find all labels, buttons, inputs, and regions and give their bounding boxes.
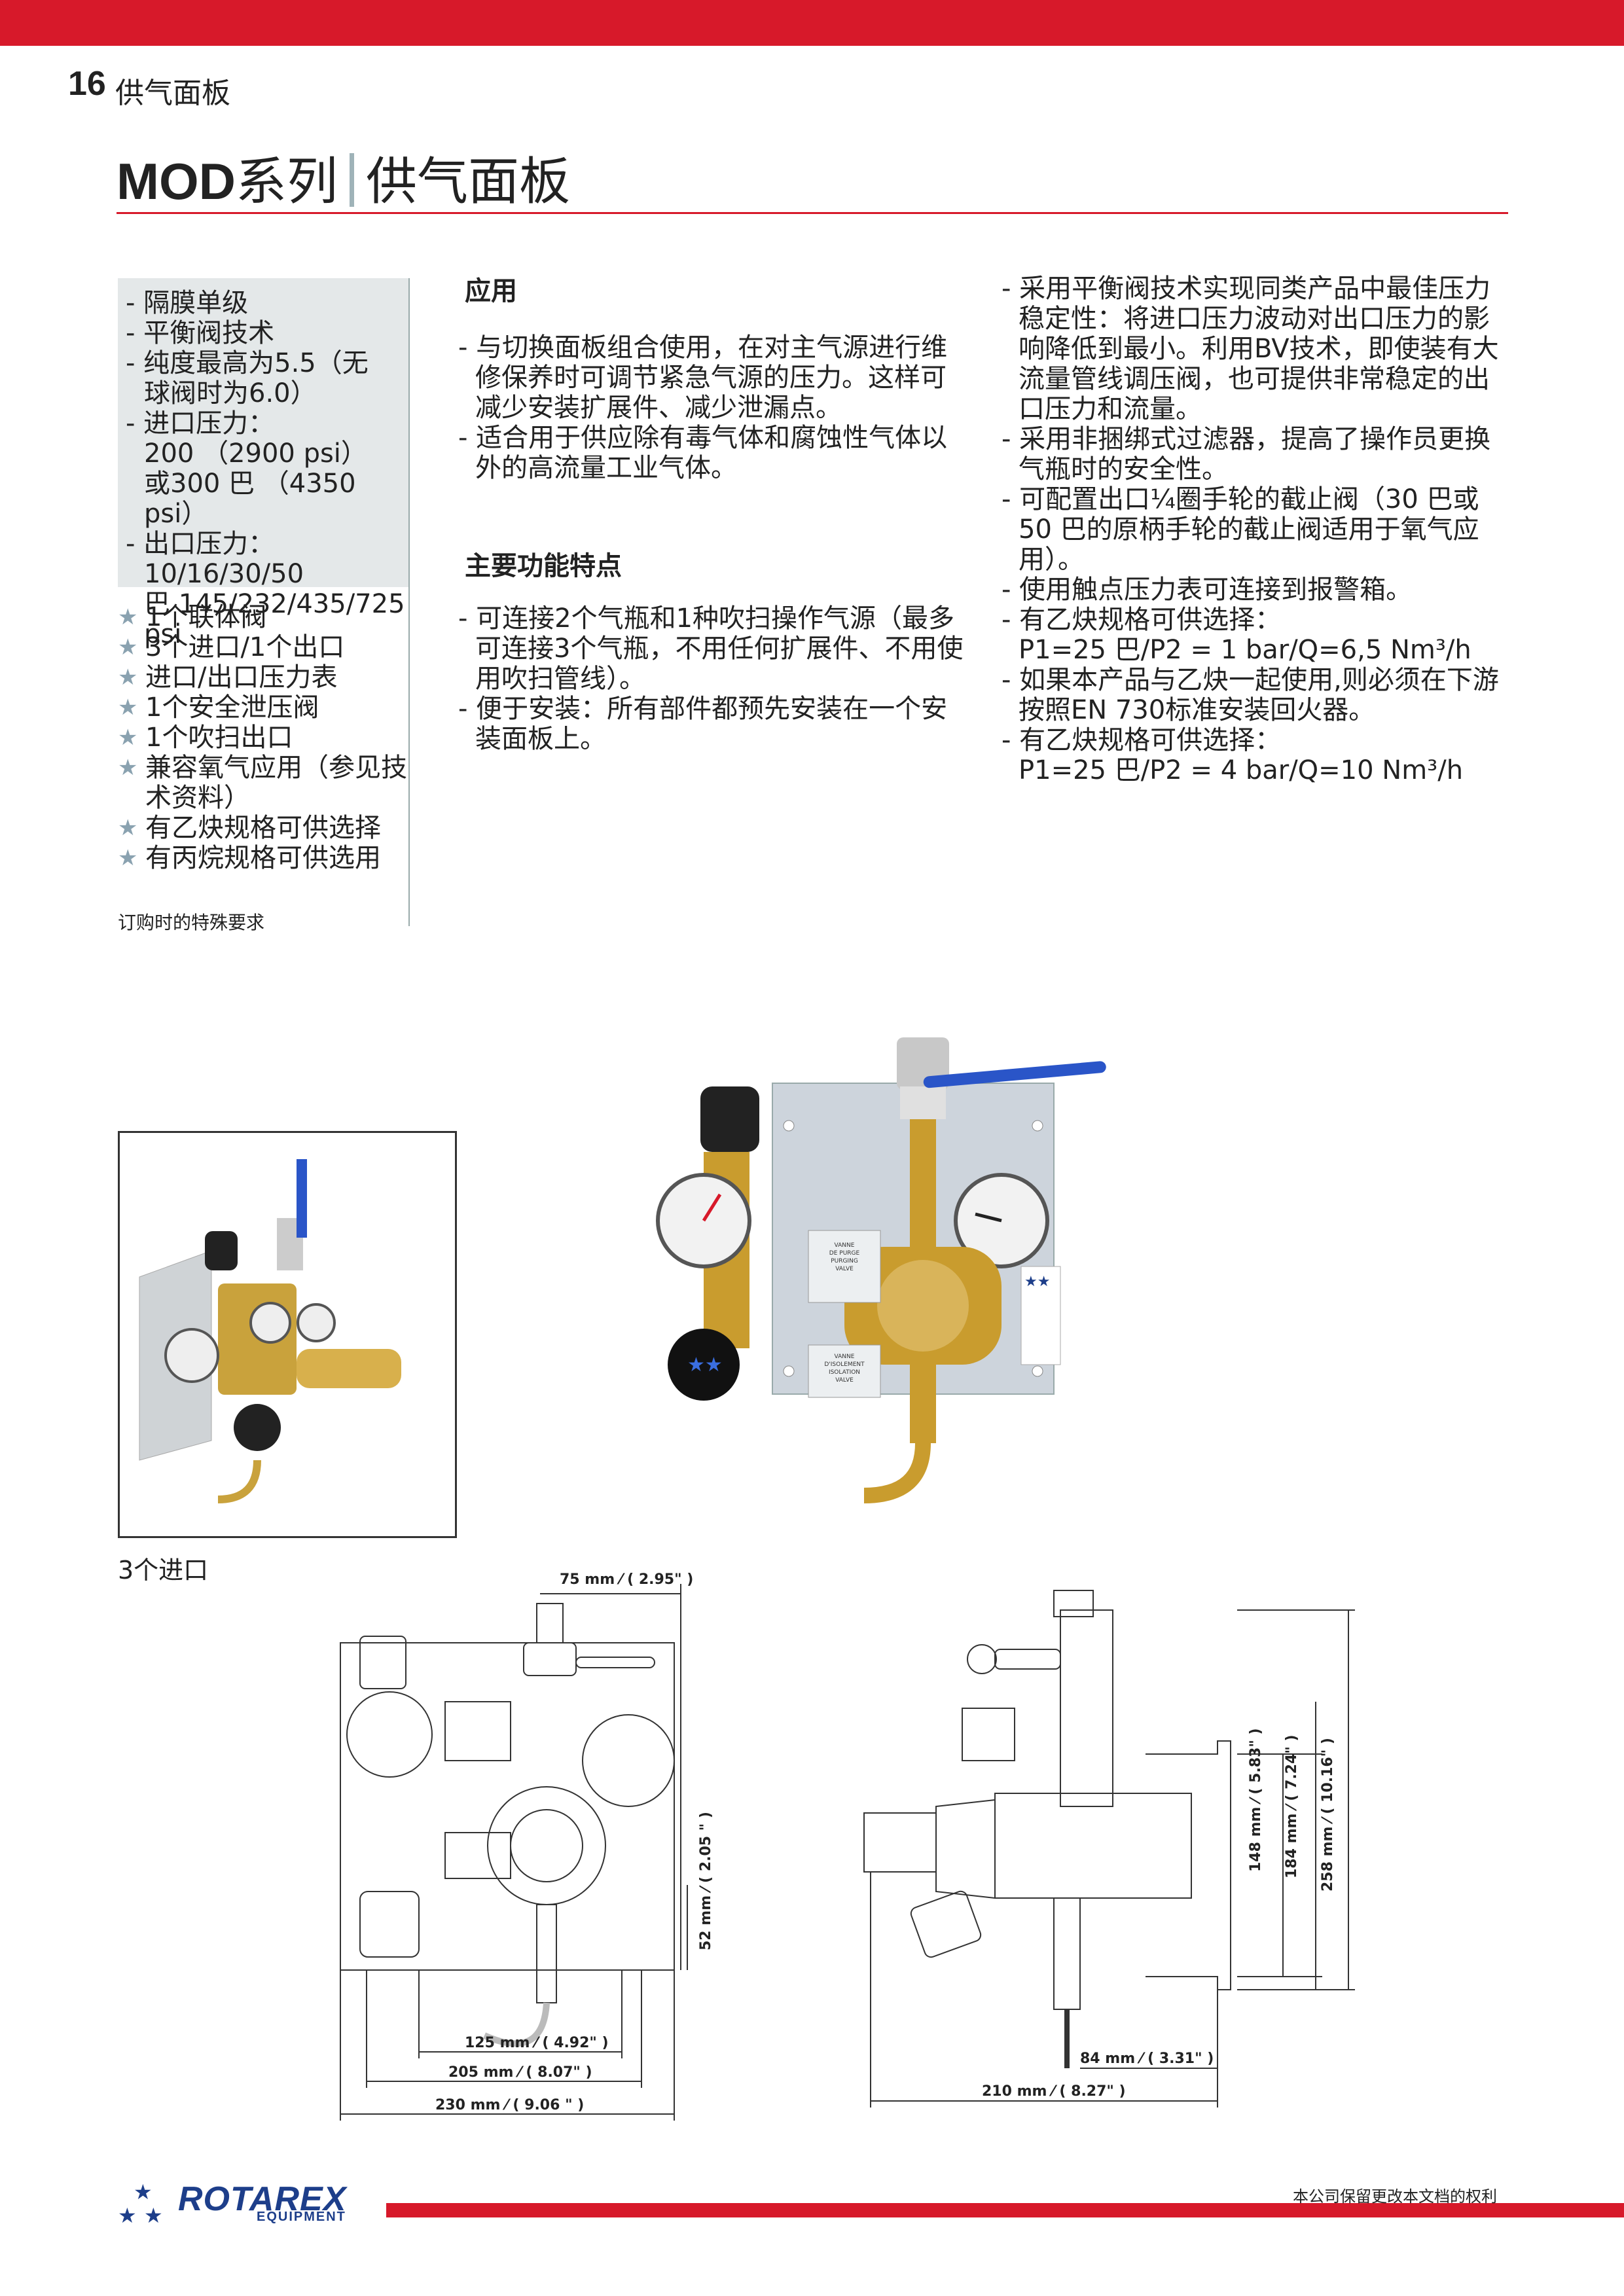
spec-box (118, 278, 408, 587)
starred-feature-list: ★1个联体阀 ★3个进口/1个出口 ★进口/出口压力表 ★1个安全泄压阀 ★1个… (118, 602, 412, 873)
list-item: - 可配置出口¼圈手轮的截止阀（30 巴或50 巴的原柄手轮的截止阀适用于氧气应… (1001, 484, 1479, 575)
dim-front-bottom-1: 125 mm ⁄ ( 4.92" ) (465, 2035, 609, 2051)
purge-label-1: VANNE (835, 1242, 855, 1249)
star-icon: ★ (118, 845, 138, 871)
title-series: MOD (117, 152, 236, 210)
spec-item: - 平衡阀技术 (126, 318, 275, 348)
star-icon: ★ (118, 664, 138, 691)
rights-notice: 本公司保留更改本文档的权利 (1293, 2187, 1497, 2206)
list-item: - 可连接2个气瓶和1种吹扫操作气源（最多可连接3个气瓶，不用任何扩展件、不用使… (458, 603, 964, 694)
list-item: ★兼容氧气应用（参见技术资料） (118, 753, 407, 813)
page-section-header: 供气面板 (115, 77, 230, 110)
purge-label-2: DE PURGE (829, 1250, 860, 1257)
spec-item: - 纯度最高为5.5（无球阀时为6.0） (126, 348, 369, 408)
list-item: - 便于安装：所有部件都预先安装在一个安装面板上。 (458, 694, 948, 754)
bottom-accent-bar (386, 2203, 1624, 2217)
list-item: ★3个进口/1个出口 (118, 632, 345, 662)
star-icon: ★ (118, 694, 138, 721)
side-view-drawing: 84 mm ⁄ ( 3.31" ) 210 mm ⁄ ( 8.27" ) 148… (851, 1584, 1388, 2140)
spec-list: - 隔膜单级 - 平衡阀技术 - 纯度最高为5.5（无球阀时为6.0） - 进口… (126, 288, 407, 649)
svg-text:★★: ★★ (687, 1354, 723, 1376)
list-item: - 与切换面板组合使用，在对主气源进行维修保养时可调节紧急气源的压力。这样可减少… (458, 332, 948, 423)
main-features-list: - 可连接2个气瓶和1种吹扫操作气源（最多可连接3个气瓶，不用任何扩展件、不用使… (458, 603, 969, 754)
dim-front-right: 52 mm ⁄ ( 2.05 " ) (698, 1812, 714, 1950)
star-icon: ★ (118, 755, 138, 781)
list-item: P1=25 巴/P2 = 1 bar/Q=6,5 Nm³/h (1019, 635, 1471, 665)
dim-side-h2: 184 mm ⁄ ( 7.24" ) (1284, 1734, 1300, 1878)
dim-side-h3: 258 mm ⁄ ( 10.16" ) (1320, 1738, 1336, 1892)
dim-front-bottom-2: 205 mm ⁄ ( 8.07" ) (448, 2064, 592, 2081)
list-item: ★进口/出口压力表 (118, 662, 338, 692)
logo-star-icon: ★ (144, 2203, 163, 2225)
list-item: - 使用触点压力表可连接到报警箱。 (1001, 575, 1413, 605)
title-name: 供气面板 (366, 152, 571, 211)
front-view-drawing: 75 mm ⁄ ( 2.95" ) 125 mm ⁄ ( 4.92" ) 205… (327, 1564, 785, 2140)
star-icon: ★ (118, 815, 138, 841)
top-accent-bar (0, 0, 1624, 46)
page-title: MOD系列供气面板 (117, 141, 570, 214)
logo-star-icon: ★ (118, 2203, 137, 2225)
list-item: ★有乙炔规格可供选择 (118, 813, 381, 843)
product-photo-3-inlets (118, 1131, 457, 1538)
title-separator (350, 153, 354, 207)
spec-item: - 隔膜单级 (126, 288, 249, 318)
rotarex-logo: ★ ★ ★ (118, 2179, 380, 2228)
logo-star-icon: ★ (134, 2179, 153, 2204)
star-icon: ★ (118, 604, 138, 630)
dim-front-top: 75 mm ⁄ ( 2.95" ) (560, 1571, 693, 1588)
title-series-suffix: 系列 (235, 152, 338, 211)
dim-side-bottom-1: 84 mm ⁄ ( 3.31" ) (1080, 2051, 1214, 2067)
spec-item: - 进口压力：200 （2900 psi）或300 巴 （4350 psi） (126, 408, 367, 529)
application-heading: 应用 (465, 276, 517, 306)
list-item: P1=25 巴/P2 = 4 bar/Q=10 Nm³/h (1019, 755, 1464, 785)
application-list: - 与切换面板组合使用，在对主气源进行维修保养时可调节紧急气源的压力。这样可减少… (458, 332, 969, 483)
list-item: ★1个联体阀 (118, 602, 267, 632)
product-photo-main: ★★ ★★ VANNE DE PURGE PURGING VALVE VANNE… (648, 1024, 1119, 1528)
list-item: - 适合用于供应除有毒气体和腐蚀性气体以外的高流量工业气体。 (458, 423, 948, 483)
purge-label-4: VALVE (835, 1266, 854, 1272)
dim-side-h1: 148 mm ⁄ ( 5.83" ) (1248, 1728, 1264, 1872)
dim-side-bottom-2: 210 mm ⁄ ( 8.27" ) (982, 2083, 1126, 2100)
dim-front-bottom-3: 230 mm ⁄ ( 9.06 " ) (435, 2097, 584, 2113)
photo-caption: 3个进口 (118, 1556, 209, 1585)
special-order-note: 订购时的特殊要求 (118, 912, 265, 933)
isolation-label-1: VANNE (835, 1354, 855, 1360)
isolation-label-4: VALVE (835, 1377, 854, 1384)
main-features-heading: 主要功能特点 (465, 551, 622, 581)
benefits-list: - 采用平衡阀技术实现同类产品中最佳压力稳定性：将进口压力波动对出口压力的影响降… (1001, 274, 1512, 785)
star-icon: ★ (118, 634, 138, 660)
isolation-label-2: D'ISOLEMENT (824, 1361, 865, 1368)
title-underline (117, 212, 1508, 214)
list-item: - 有乙炔规格可供选择： (1001, 605, 1282, 635)
list-item: - 如果本产品与乙炔一起使用,则必须在下游按照EN 730标准安装回火器。 (1001, 665, 1499, 725)
brand-subtitle: EQUIPMENT (257, 2210, 346, 2224)
brand-name: ROTAREX (178, 2180, 347, 2218)
list-item: ★有丙烷规格可供选用 (118, 843, 381, 873)
isolation-label-3: ISOLATION (829, 1369, 860, 1376)
list-item: ★1个吹扫出口 (118, 723, 293, 753)
list-item: ★1个安全泄压阀 (118, 692, 319, 723)
list-item: - 采用平衡阀技术实现同类产品中最佳压力稳定性：将进口压力波动对出口压力的影响降… (1001, 274, 1499, 424)
svg-text:★★: ★★ (1024, 1274, 1050, 1290)
page-number: 16 (68, 65, 106, 103)
list-item: - 采用非捆绑式过滤器，提高了操作员更换气瓶时的安全性。 (1001, 424, 1491, 484)
purge-label-3: PURGING (831, 1258, 858, 1265)
column-divider (408, 278, 410, 926)
star-icon: ★ (118, 725, 138, 751)
list-item: - 有乙炔规格可供选择： (1001, 725, 1282, 755)
